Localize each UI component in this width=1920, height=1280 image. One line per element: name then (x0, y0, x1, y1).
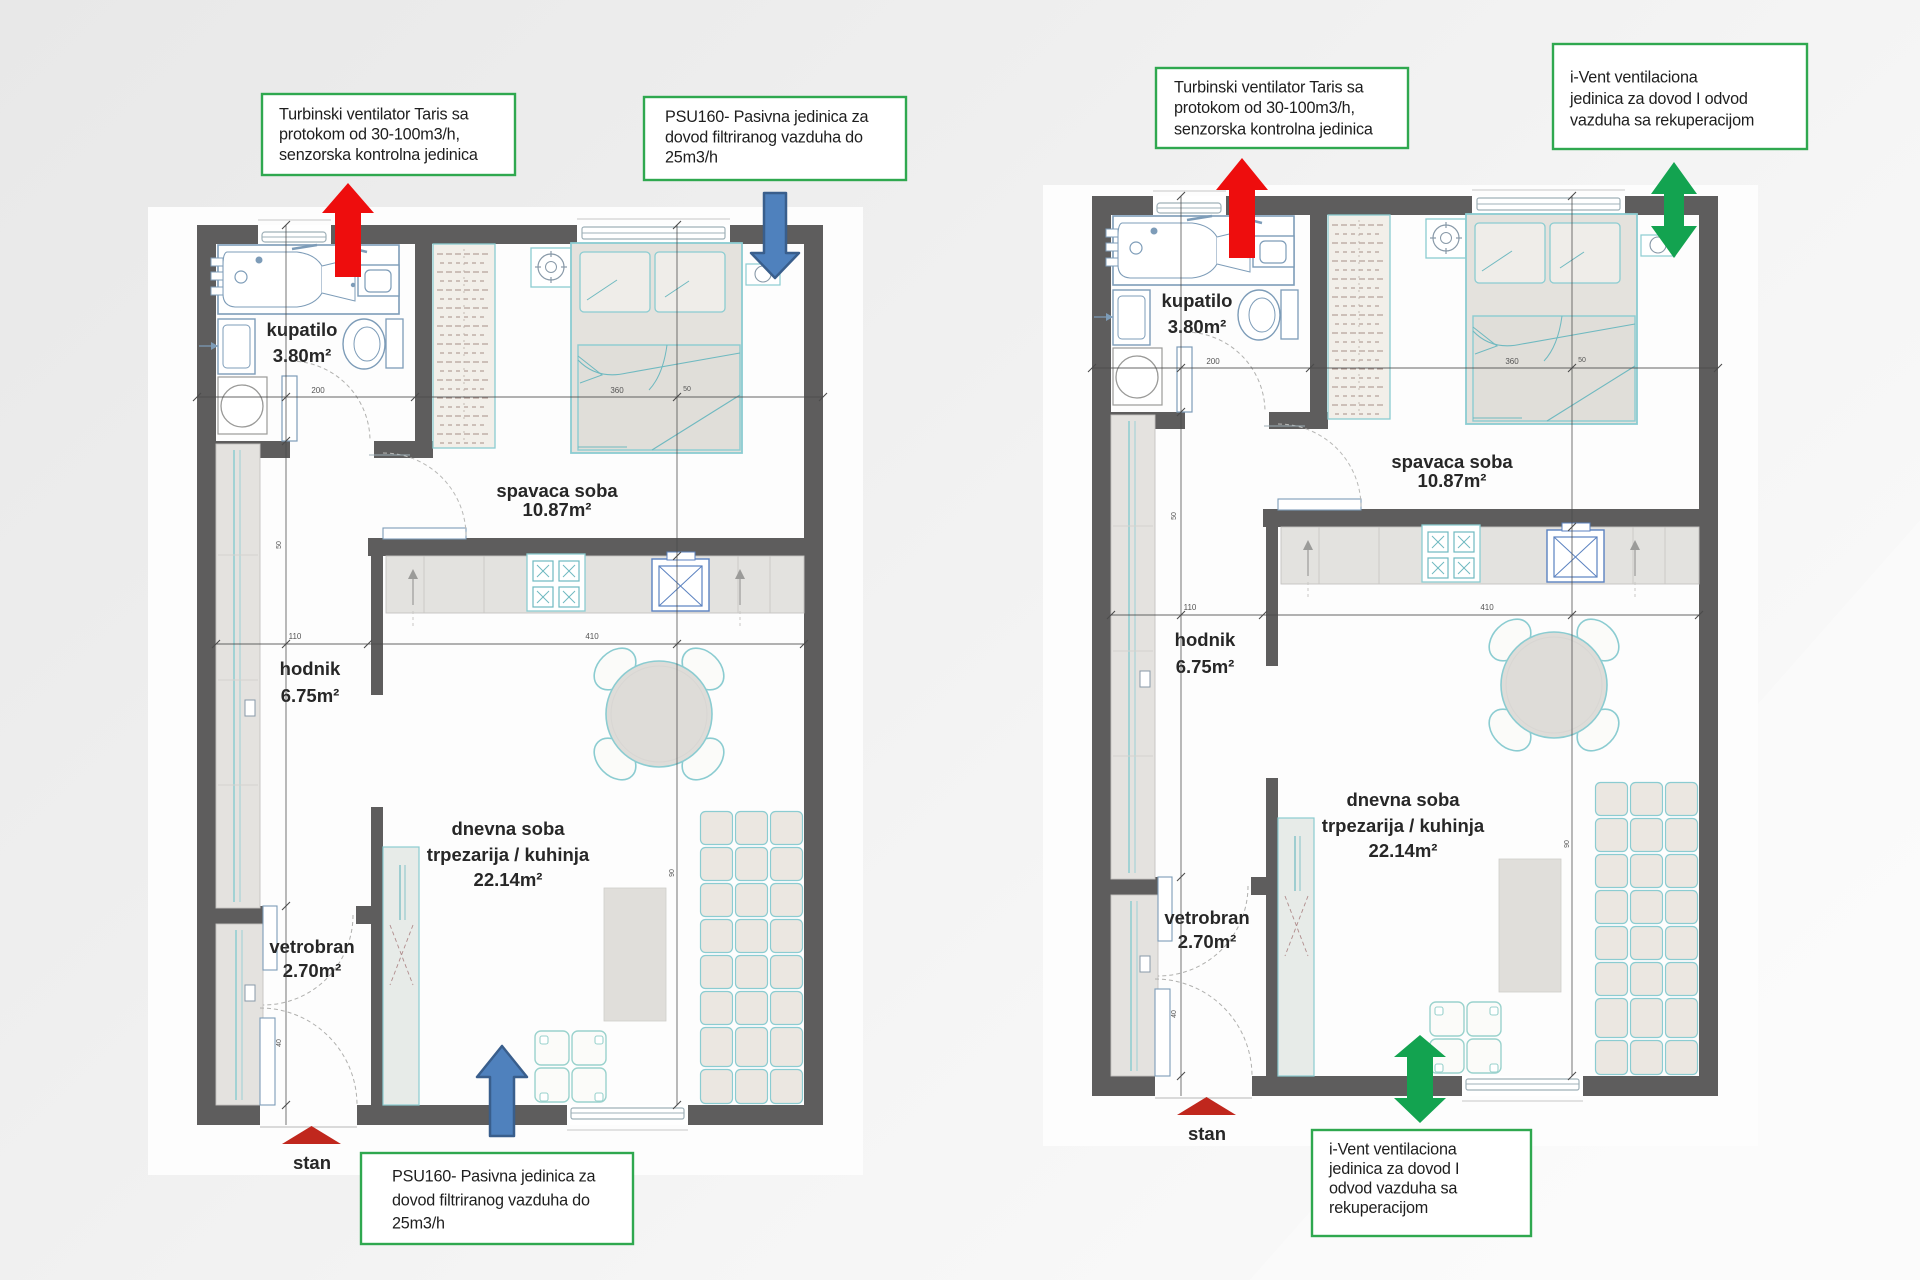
svg-text:jedinica za dovod I: jedinica za dovod I (1328, 1160, 1459, 1178)
svg-text:dovod filtriranog vazduha do: dovod filtriranog vazduha do (392, 1191, 590, 1209)
svg-text:jedinica za dovod I odvod: jedinica za dovod I odvod (1569, 90, 1748, 108)
svg-text:PSU160- Pasivna jedinica za: PSU160- Pasivna jedinica za (392, 1167, 596, 1185)
svg-text:odvod vazduha sa: odvod vazduha sa (1329, 1179, 1457, 1197)
svg-text:Turbinski ventilator Taris sa: Turbinski ventilator Taris sa (1174, 78, 1364, 96)
svg-text:dovod filtriranog vazduha do: dovod filtriranog vazduha do (665, 128, 863, 146)
svg-text:vazduha sa rekuperacijom: vazduha sa rekuperacijom (1570, 111, 1754, 129)
svg-text:i-Vent ventilaciona: i-Vent ventilaciona (1329, 1140, 1457, 1158)
svg-text:senzorska kontrolna jedinica: senzorska kontrolna jedinica (1174, 120, 1373, 138)
svg-text:protokom od 30-100m3/h,: protokom od 30-100m3/h, (1174, 99, 1355, 117)
svg-text:Turbinski ventilator Taris sa: Turbinski ventilator Taris sa (279, 105, 469, 123)
svg-text:PSU160- Pasivna jedinica za: PSU160- Pasivna jedinica za (665, 108, 869, 126)
svg-text:protokom od 30-100m3/h,: protokom od 30-100m3/h, (279, 125, 460, 143)
svg-text:25m3/h: 25m3/h (665, 148, 718, 166)
svg-text:senzorska kontrolna jedinica: senzorska kontrolna jedinica (279, 146, 478, 164)
svg-text:25m3/h: 25m3/h (392, 1214, 445, 1232)
svg-text:rekuperacijom: rekuperacijom (1329, 1199, 1428, 1217)
svg-text:i-Vent ventilaciona: i-Vent ventilaciona (1570, 68, 1698, 86)
